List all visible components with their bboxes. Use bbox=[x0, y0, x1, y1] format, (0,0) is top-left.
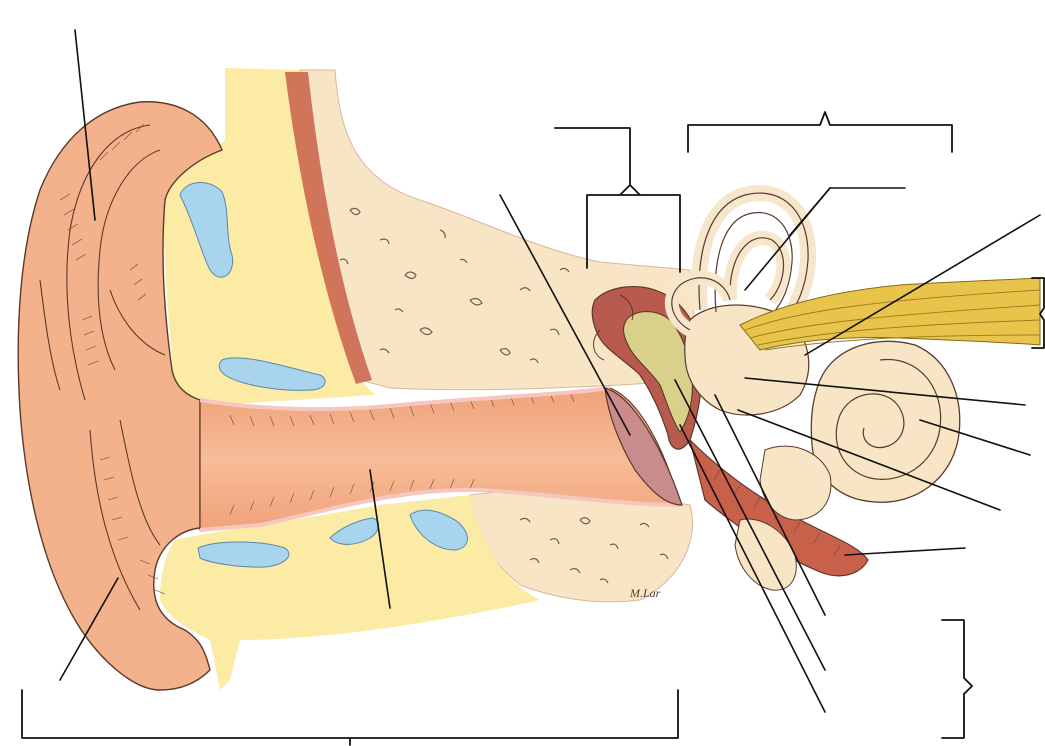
illustrator-signature: M.Lar bbox=[629, 586, 661, 600]
bracket-inner-ear bbox=[688, 112, 952, 152]
bracket-outer-ear bbox=[22, 690, 678, 745]
bracket-middle-ear bbox=[555, 128, 680, 272]
leader-line-auditory-tube bbox=[845, 548, 965, 555]
bracket-lower-right bbox=[942, 620, 972, 738]
cochlea bbox=[811, 341, 959, 502]
